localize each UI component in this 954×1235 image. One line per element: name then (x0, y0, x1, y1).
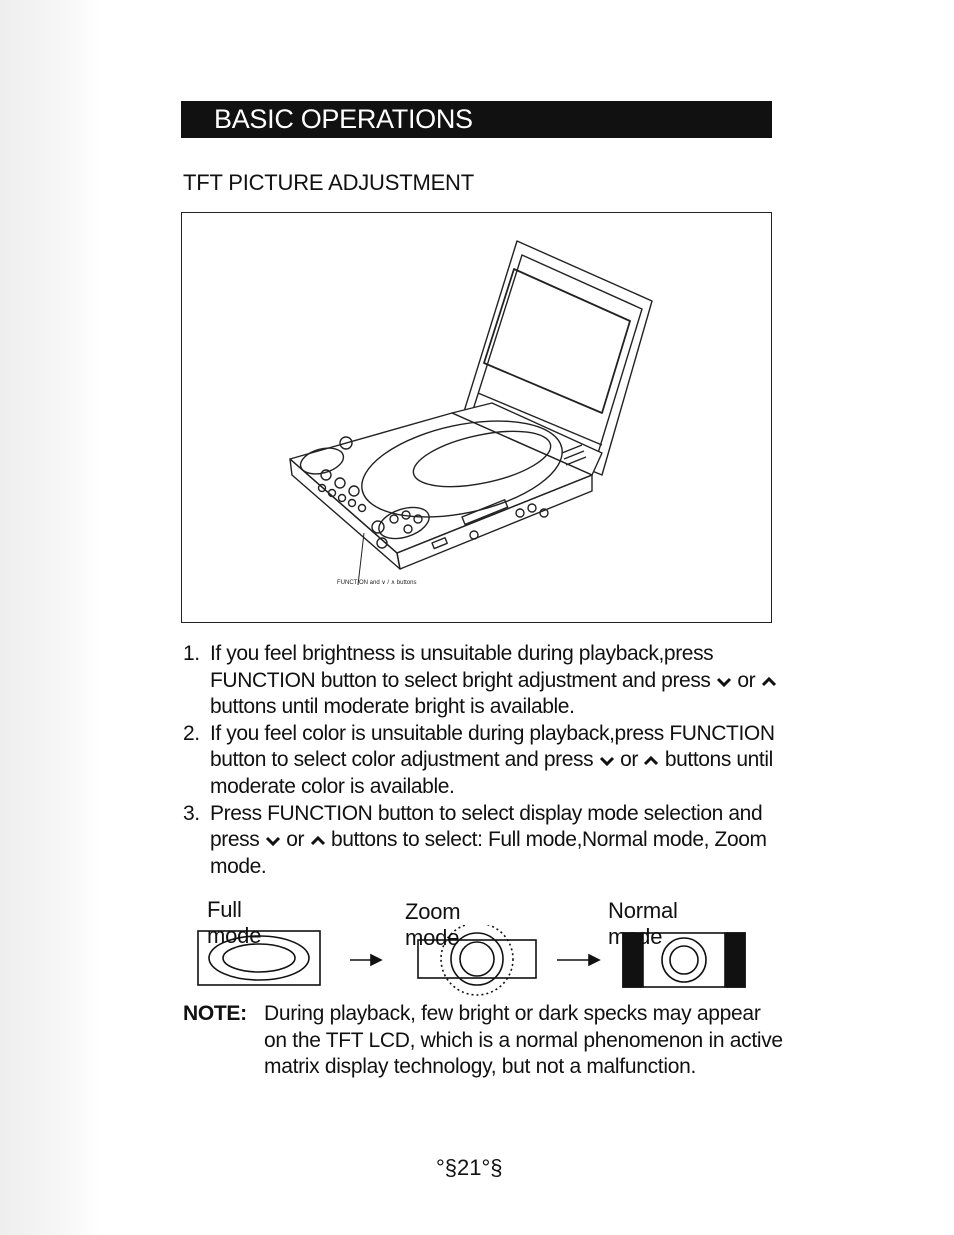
step-number: 1. (183, 642, 200, 665)
page-subtitle: TFT PICTURE ADJUSTMENT (183, 170, 474, 195)
chevron-down-icon (716, 677, 732, 687)
step-text-tail: buttons until moderate bright is availab… (210, 695, 575, 719)
page-number: °§21°§ (436, 1155, 503, 1180)
step-or: or (620, 748, 638, 772)
chevron-up-icon (644, 756, 659, 766)
step-text: If you feel color is unsuitable during p… (210, 721, 775, 772)
note-label: NOTE: (183, 1002, 247, 1025)
arrow-right-icon (350, 953, 383, 967)
navigation-pad (378, 506, 430, 540)
step-text: Press FUNCTION button to select display … (210, 801, 763, 852)
zoom-mode-screen-icon (417, 925, 537, 996)
section-header: BASIC OPERATIONS (181, 101, 772, 138)
list-item: 1. If you feel brightness is unsuitable … (183, 641, 783, 721)
step-text-tail: buttons until moderate color is availabl… (210, 748, 773, 798)
step-or: or (737, 668, 756, 692)
list-item: 2. If you feel color is unsuitable durin… (183, 721, 783, 801)
normal-mode-screen-icon (622, 932, 746, 988)
base-side (396, 474, 593, 570)
arrow-right-icon (557, 953, 601, 967)
chevron-down-icon (265, 837, 280, 847)
step-number: 3. (183, 801, 200, 825)
instruction-list: 1. If you feel brightness is unsuitable … (183, 641, 783, 880)
step-text-tail: buttons to select: Full mode,Normal mode… (210, 828, 767, 878)
full-mode-screen-icon (197, 930, 321, 986)
button-row (317, 483, 367, 513)
callout-line (357, 532, 365, 586)
callout-label: FUNCTION and ∨ / ∧ buttons (337, 580, 417, 586)
lcd-screen (483, 268, 631, 414)
note-text: During playback, few bright or dark spec… (264, 1002, 783, 1079)
chevron-up-icon (761, 676, 776, 686)
mode-illustrations (197, 925, 746, 996)
step-number: 2. (183, 721, 200, 745)
control-pad-left (299, 447, 345, 475)
step-text: If you feel brightness is unsuitable dur… (210, 642, 714, 692)
zoom-mode-label: Zoom mode (405, 899, 461, 950)
page-edge-shadow (0, 0, 100, 1235)
chevron-down-icon (599, 757, 614, 767)
portable-dvd-player-drawing (289, 240, 653, 586)
device-illustration: FUNCTION and ∨ / ∧ buttons (181, 212, 772, 623)
list-item: 3. Press FUNCTION button to select displ… (183, 801, 783, 881)
chevron-up-icon (310, 836, 325, 846)
disc-lid (361, 420, 563, 518)
step-or: or (286, 828, 305, 852)
